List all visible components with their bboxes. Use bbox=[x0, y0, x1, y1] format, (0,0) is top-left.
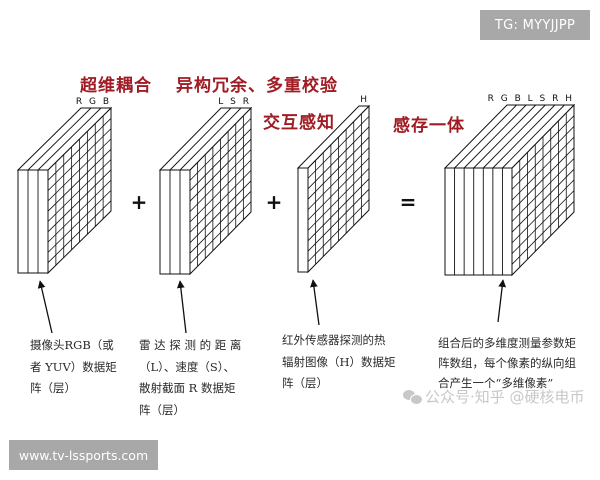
plus-sign: + bbox=[131, 190, 148, 214]
caption-camera: 摄像头RGB（或 者 YUV）数据矩 阵（层） bbox=[30, 338, 117, 395]
arrows bbox=[37, 279, 507, 334]
layer-label-combined: R G B L S R H bbox=[488, 94, 574, 104]
matrix-block-radar: L S R bbox=[158, 97, 253, 276]
matrix-block-camera: R G B bbox=[16, 97, 113, 275]
heading-heterogeneous-redundancy: 异构冗余、多重校验 bbox=[176, 76, 338, 96]
operators: + + = bbox=[131, 190, 417, 214]
equals-sign: = bbox=[400, 190, 417, 214]
caption-combined: 组合后的多维度测量参数矩 阵数组，每个像素的纵向组 合产生一个“多维像素” bbox=[438, 336, 576, 390]
layer-label-infrared: H bbox=[360, 95, 369, 105]
pointer-arrow-icon bbox=[310, 279, 320, 326]
platform-watermark: 公众号·知乎 @硬核电币 bbox=[403, 386, 585, 407]
heading-sensing-storage-integration: 感存一体 bbox=[393, 116, 465, 136]
pointer-arrow-icon bbox=[176, 280, 187, 334]
pointer-arrow-icon bbox=[497, 279, 507, 323]
wechat-icon bbox=[403, 389, 423, 405]
plus-sign: + bbox=[266, 190, 283, 214]
watermark-text: 公众号·知乎 @硬核电币 bbox=[425, 388, 585, 406]
site-url-badge: www.tv-lssports.com bbox=[9, 440, 158, 470]
tg-watermark-badge: TG: MYYJJPP bbox=[480, 10, 590, 40]
matrix-block-infrared: H bbox=[296, 95, 371, 274]
caption-radar: 雷 达 探 测 的 距 离 （L）、速度（S）、 散射截面 R 数据矩 阵（层） bbox=[139, 338, 242, 417]
heading-interactive-perception: 交互感知 bbox=[263, 113, 335, 133]
matrix-block-combined: R G B L S R H bbox=[443, 94, 576, 277]
layer-label-camera: R G B bbox=[76, 97, 111, 107]
pointer-arrow-icon bbox=[37, 280, 53, 334]
heading-hyperdimensional-coupling: 超维耦合 bbox=[80, 76, 152, 96]
layer-label-radar: L S R bbox=[218, 97, 251, 107]
caption-infrared: 红外传感器探测的热 辐射图像（H）数据矩 阵（层） bbox=[282, 333, 396, 390]
